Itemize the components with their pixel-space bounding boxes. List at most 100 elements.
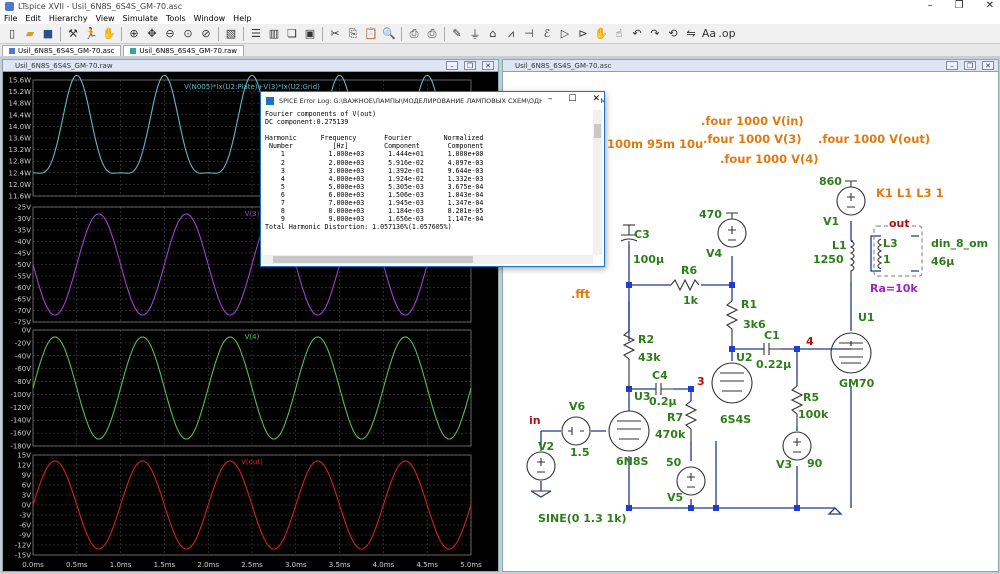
net-label-out[interactable]: out: [889, 217, 910, 230]
voltage-source-v4[interactable]: [717, 212, 747, 248]
menu-help[interactable]: Help: [233, 13, 252, 23]
capacitor-c4[interactable]: [655, 383, 673, 395]
drag-icon[interactable]: ☝: [615, 27, 623, 40]
undo-icon[interactable]: ↶: [632, 27, 642, 40]
plot-close-button[interactable]: ✕: [482, 61, 494, 70]
capacitor-c3[interactable]: [620, 224, 638, 245]
cut-icon[interactable]: ✂: [330, 27, 340, 40]
inductor-l1[interactable]: [849, 240, 855, 281]
menu-simulate[interactable]: Simulate: [122, 13, 158, 23]
print-icon[interactable]: ⎙: [409, 26, 419, 40]
plot-minimize-button[interactable]: –: [446, 61, 458, 70]
voltage-source-v2[interactable]: [526, 451, 556, 492]
resistor-r1[interactable]: [725, 300, 739, 346]
tube-u1[interactable]: [830, 332, 872, 374]
resistor-r6[interactable]: [670, 278, 700, 292]
tube-u3[interactable]: [608, 410, 650, 452]
tile-horizontal-icon[interactable]: ☰: [251, 27, 261, 40]
rotate-icon[interactable]: ⟲: [668, 27, 678, 40]
tube-u2[interactable]: [711, 362, 753, 404]
dialog-close-button[interactable]: ✕: [592, 94, 600, 104]
tab-schematic[interactable]: Usil_6N8S_6S4S_GM-70.asc: [2, 45, 122, 56]
menu-tools[interactable]: Tools: [165, 13, 186, 23]
directive-four-in[interactable]: .four 1000 V(in): [701, 114, 804, 128]
dialog-minimize-button[interactable]: –: [547, 94, 553, 104]
fourier-log-text[interactable]: Fourier components of V(out) DC componen…: [263, 110, 593, 255]
close-window-icon[interactable]: ▣: [304, 27, 316, 40]
net-label-3[interactable]: 3: [697, 375, 705, 388]
menu-view[interactable]: View: [95, 13, 115, 23]
waveform-pane[interactable]: 0V-20V-40V-60V-80V-100V-120V-140V-160V-1…: [10, 327, 472, 451]
resistor-r5[interactable]: [790, 385, 804, 426]
redo-icon[interactable]: ↷: [650, 27, 660, 40]
component-icon[interactable]: ⊳: [578, 27, 588, 40]
trace-name-label[interactable]: V(N005)*Ix(U2:Plate)+V(3)*Ix(U2:Grid): [184, 83, 320, 91]
zoom-out-icon[interactable]: ⊖: [165, 27, 175, 40]
inductor-l3[interactable]: [877, 238, 883, 270]
new-schematic-icon[interactable]: ▯: [8, 27, 16, 40]
find-icon[interactable]: 🔍: [382, 27, 396, 40]
voltage-source-v6[interactable]: [561, 416, 591, 446]
voltage-source-v5[interactable]: [676, 466, 706, 496]
print-setup-icon[interactable]: ⎙: [427, 26, 437, 40]
tab-waveform[interactable]: Usil_6N8S_6S4S_GM-70.raw: [123, 45, 245, 56]
trace-waveform[interactable]: [32, 336, 472, 440]
draw-wire-icon[interactable]: ✎: [452, 27, 462, 40]
minimize-button[interactable]: –: [927, 0, 933, 11]
schematic-restore-button[interactable]: ❐: [964, 61, 976, 70]
schematic-minimize-button[interactable]: –: [946, 61, 958, 70]
zoom-in-icon[interactable]: ⊕: [129, 27, 139, 40]
directive-coupling[interactable]: K1 L1 L3 1: [876, 186, 944, 200]
directive-fft[interactable]: .fft: [571, 287, 591, 301]
zoom-cancel-icon[interactable]: ⊘: [201, 27, 211, 40]
mirror-icon[interactable]: ⇋: [686, 27, 696, 40]
dialog-vertical-scrollbar[interactable]: [593, 110, 602, 255]
spice-directive-icon[interactable]: .op: [718, 27, 736, 40]
capacitor-icon[interactable]: ⊣: [524, 27, 534, 40]
run-icon[interactable]: 🏃: [84, 27, 98, 40]
dialog-horizontal-scrollbar[interactable]: [263, 255, 593, 264]
plot-restore-button[interactable]: ❐: [464, 61, 476, 70]
control-panel-icon[interactable]: ⚒: [68, 27, 78, 40]
ground-icon[interactable]: ⏚: [469, 27, 481, 41]
trace-waveform[interactable]: [32, 460, 472, 550]
directive-tran[interactable]: 100m 95m 10u: [607, 137, 703, 151]
net-label-4[interactable]: 4: [806, 335, 814, 348]
capacitor-c1[interactable]: [763, 343, 781, 355]
inductor-icon[interactable]: ℰ: [543, 27, 551, 40]
trace-waveform[interactable]: [32, 213, 472, 316]
menu-edit[interactable]: Edit: [25, 13, 41, 23]
trace-name-label[interactable]: V(out): [241, 458, 263, 466]
cascade-icon[interactable]: ❏: [287, 27, 297, 40]
trace-name-label[interactable]: V(3): [245, 210, 260, 218]
schematic-close-button[interactable]: ✕: [982, 61, 994, 70]
voltage-source-v3[interactable]: [782, 431, 812, 461]
voltage-source-v1[interactable]: [836, 180, 866, 216]
directive-four-out[interactable]: .four 1000 V(out): [818, 132, 930, 146]
tile-vertical-icon[interactable]: ▥: [268, 27, 280, 40]
halt-icon[interactable]: ✋: [102, 27, 116, 40]
menu-hierarchy[interactable]: Hierarchy: [48, 13, 88, 23]
autorange-icon[interactable]: ▧: [225, 27, 237, 40]
close-button[interactable]: ✕: [985, 0, 994, 11]
label-net-icon[interactable]: ⌂: [489, 27, 497, 40]
paste-icon[interactable]: 📋: [364, 27, 378, 40]
resistor-r7[interactable]: [684, 400, 698, 441]
maximize-button[interactable]: ❐: [954, 0, 964, 11]
text-icon[interactable]: Aa: [701, 27, 717, 40]
dialog-maximize-button[interactable]: ☐: [568, 94, 577, 104]
spice-error-log-dialog[interactable]: SPICE Error Log: G:\ВАЖНОЕ\ЛАМПЫ\МОДЕЛИР…: [260, 91, 605, 267]
save-icon[interactable]: ■: [42, 27, 54, 40]
resistor-r2[interactable]: [622, 330, 636, 389]
pan-icon[interactable]: ✥: [147, 27, 157, 40]
resistor-icon[interactable]: ⩘: [507, 26, 515, 40]
menu-file[interactable]: File: [4, 13, 18, 23]
open-folder-icon[interactable]: ▰: [25, 27, 35, 40]
net-label-in[interactable]: in: [529, 414, 541, 427]
diode-icon[interactable]: ▷: [560, 27, 570, 40]
zoom-fit-icon[interactable]: ⊙: [183, 27, 193, 40]
directive-four-v4[interactable]: .four 1000 V(4): [720, 152, 819, 166]
menu-window[interactable]: Window: [193, 13, 226, 23]
copy-icon[interactable]: ⎘: [348, 26, 358, 40]
